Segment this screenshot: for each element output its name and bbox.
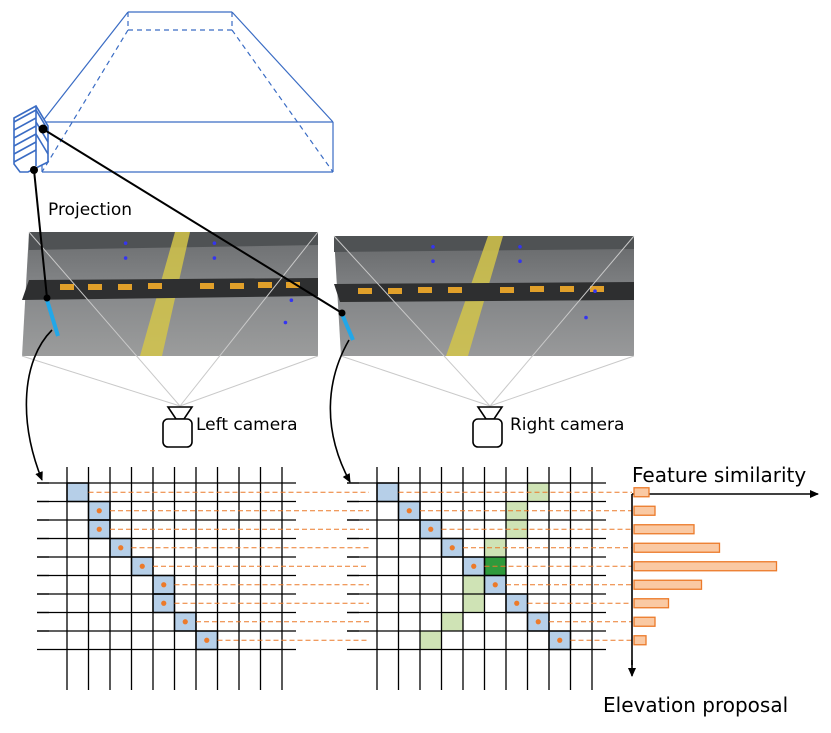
left-camera-image <box>22 232 318 356</box>
sampled-cell <box>377 483 399 502</box>
right-camera-image <box>334 236 634 356</box>
projection-label: Projection <box>48 200 132 220</box>
projected-point <box>431 259 435 264</box>
sample-dot <box>139 563 145 569</box>
left-feature-grid <box>37 467 296 690</box>
similarity-bar <box>633 561 778 572</box>
right-camera-icon <box>472 406 504 448</box>
projected-point <box>283 320 288 325</box>
projection-point-left <box>30 166 38 174</box>
row-connector-lines <box>88 491 632 641</box>
sample-dot <box>118 545 124 551</box>
sample-dot <box>514 600 520 606</box>
right-image-projected-points <box>431 245 597 320</box>
similarity-bar <box>633 524 695 535</box>
projection-lines <box>33 128 343 314</box>
left-image-projected-points <box>123 241 294 325</box>
sample-dot <box>161 582 167 588</box>
right-sample-arrow <box>329 339 351 483</box>
right-image-point <box>338 309 346 317</box>
left-image-point <box>43 294 51 302</box>
green-cell <box>441 612 463 631</box>
sample-dot <box>449 545 455 551</box>
projected-point <box>584 315 588 320</box>
sample-dot <box>492 582 498 588</box>
green-cell <box>420 631 442 650</box>
green-cell <box>463 575 485 594</box>
sample-dot <box>428 526 434 532</box>
feature-similarity-label: Feature similarity <box>632 463 806 487</box>
left-camera-label: Left camera <box>196 415 298 435</box>
similarity-bar <box>633 542 721 553</box>
right-feature-grid <box>347 467 606 690</box>
left-sample-arrow <box>25 329 53 481</box>
similarity-bar <box>633 598 670 609</box>
similarity-bar <box>633 505 656 516</box>
elevation-proposal-label: Elevation proposal <box>603 693 788 717</box>
sample-dot <box>182 619 188 625</box>
left-projected-segment <box>45 299 60 337</box>
elevation-pillar-icon <box>13 104 49 173</box>
similarity-bar <box>633 579 703 590</box>
projected-point <box>123 241 128 245</box>
sample-dot <box>161 600 167 606</box>
projection-point-right <box>38 124 48 134</box>
sample-dot <box>204 637 210 643</box>
sample-dot <box>557 637 563 643</box>
projected-point <box>289 298 294 303</box>
similarity-bar <box>633 487 650 498</box>
sample-dot <box>406 508 412 514</box>
projected-point <box>431 245 435 249</box>
projected-point <box>593 289 597 294</box>
similarity-bar <box>633 635 647 646</box>
left-camera-view-lines <box>21 231 319 407</box>
projected-point <box>123 256 128 260</box>
similarity-bars <box>633 487 778 646</box>
projection-frustum-box <box>41 11 334 173</box>
projected-point <box>212 256 217 260</box>
sample-dot <box>96 526 102 532</box>
right-projected-segment <box>340 313 355 341</box>
right-camera-view-lines <box>333 235 635 407</box>
projected-point <box>518 259 522 264</box>
projected-point <box>518 245 522 249</box>
projected-point <box>212 241 217 245</box>
similarity-bar <box>633 616 656 627</box>
right-camera-label: Right camera <box>510 415 624 435</box>
left-camera-icon <box>162 406 194 448</box>
sample-dot <box>471 563 477 569</box>
sample-dot <box>96 508 102 514</box>
sampled-cell <box>67 483 89 502</box>
sample-dot <box>535 619 541 625</box>
green-cell <box>463 594 485 613</box>
